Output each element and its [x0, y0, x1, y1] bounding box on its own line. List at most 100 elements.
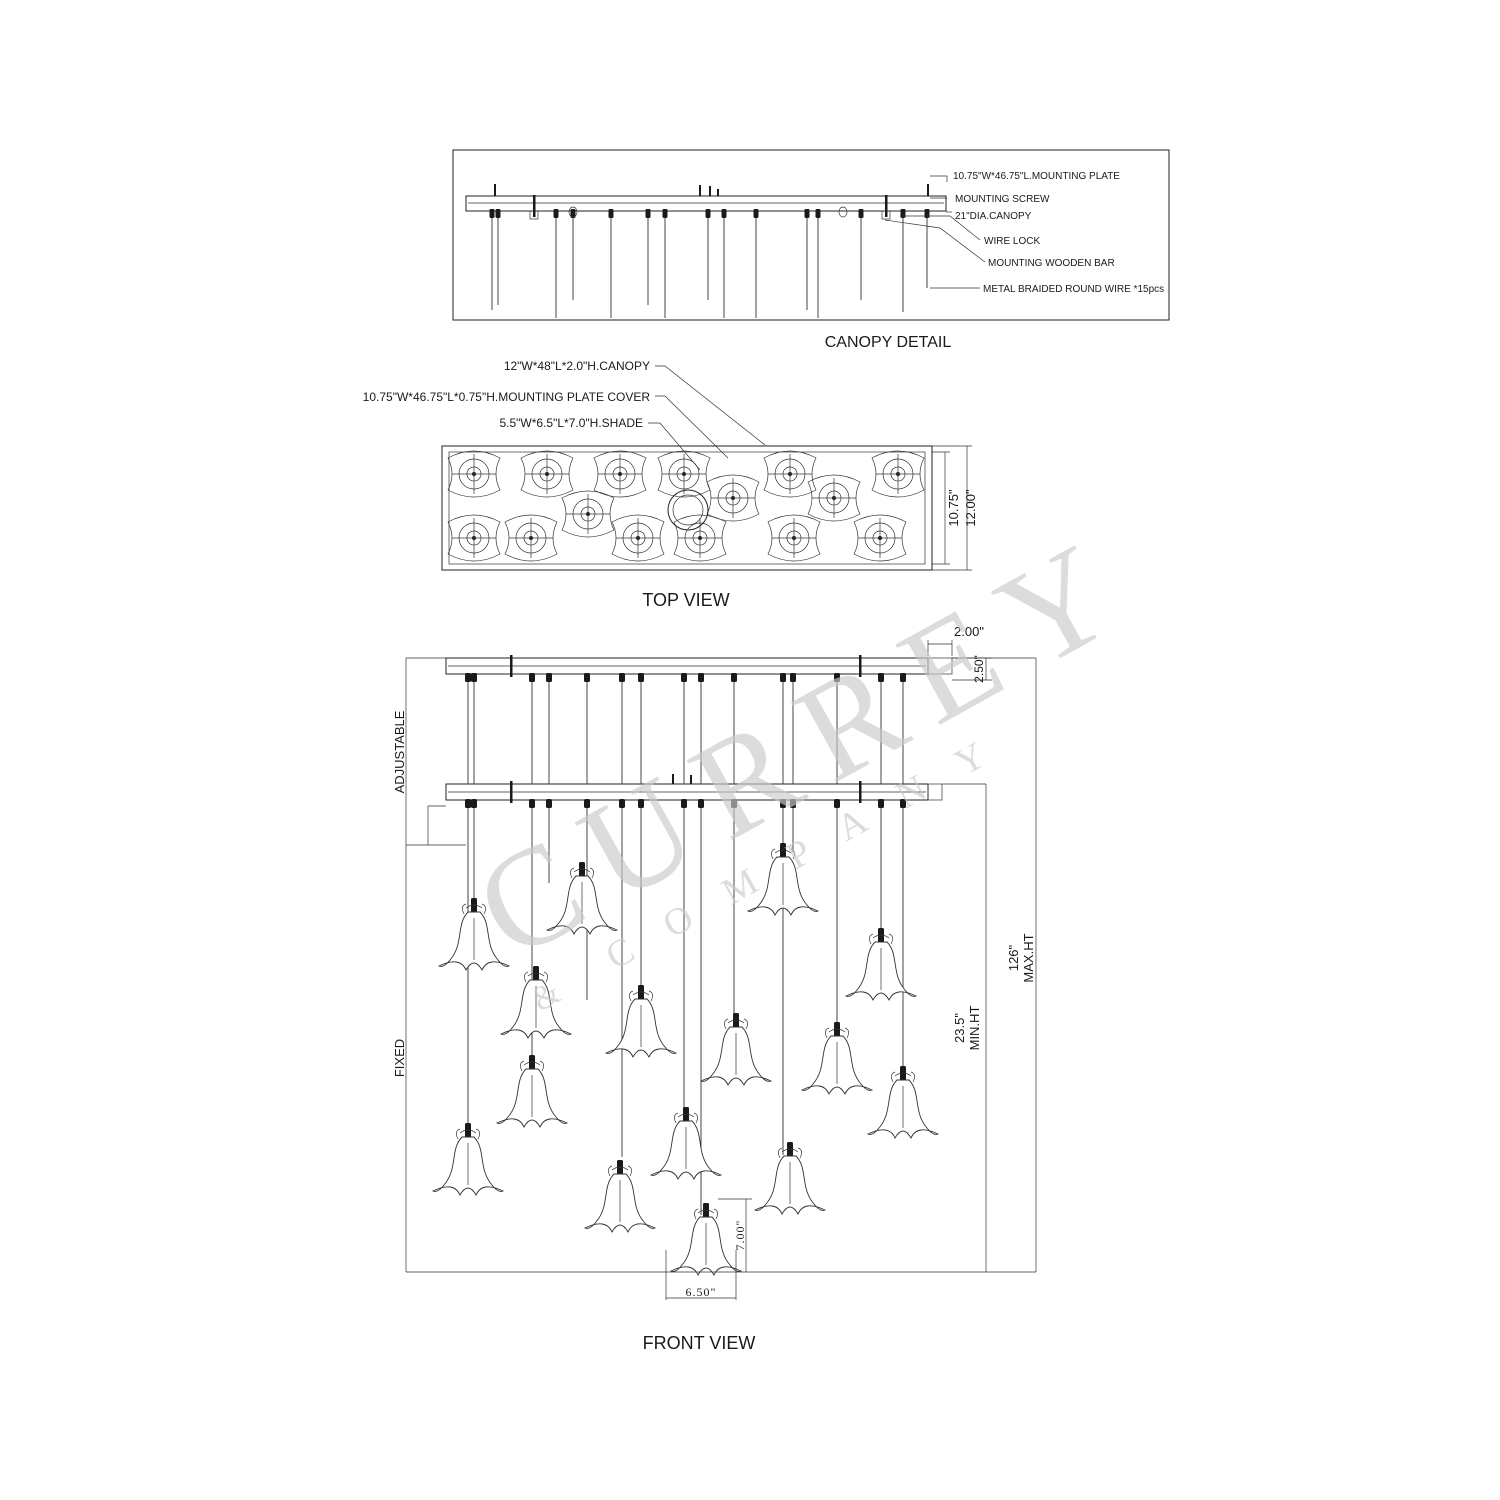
pendant-shade — [431, 1123, 505, 1197]
pendant-shade — [545, 862, 619, 936]
wire-lock — [924, 209, 930, 218]
watermark-brand: CURREY — [452, 503, 1160, 990]
callout-wire-lock: WIRE LOCK — [984, 236, 1040, 247]
wire-lock — [698, 799, 704, 808]
wire-lock — [804, 209, 810, 218]
shade-top-outline — [767, 514, 821, 562]
callout-wooden-bar: MOUNTING WOODEN BAR — [988, 258, 1115, 269]
canopy-detail-view: 10.75"W*46.75"L.MOUNTING PLATE MOUNTING … — [452, 149, 1170, 351]
dim-min-height: 23.5" — [952, 1013, 967, 1043]
pendant-shade — [669, 1203, 743, 1277]
shade-top-outline — [706, 474, 760, 522]
wire-lock — [489, 209, 495, 218]
callout-canopy-dia: 21"DIA.CANOPY — [955, 211, 1032, 222]
wire-lock — [662, 209, 668, 218]
callout-plate-cover: 10.75"W*46.75"L*0.75"H.MOUNTING PLATE CO… — [363, 390, 651, 404]
dim-plate-width: 10.75" — [946, 489, 961, 527]
pendant-shade — [495, 1055, 569, 1129]
dim-front-canopy-height: 2.50" — [972, 655, 986, 683]
mounting-plate — [465, 195, 947, 212]
wire-lock — [834, 673, 840, 682]
front-view: 2.00" 2.50" ADJUSTABLE FIXED 23.5" MIN.H… — [392, 624, 1037, 1353]
center-canopy-ring-inner — [672, 494, 704, 526]
wire-lock — [619, 673, 625, 682]
wire-lock — [645, 209, 651, 218]
shade-top-outline — [673, 514, 727, 562]
wire-loop — [838, 206, 848, 218]
shade-top-outline — [504, 514, 558, 562]
wire-lock — [584, 799, 590, 808]
wire-lock — [681, 799, 687, 808]
wire-lock — [584, 673, 590, 682]
wire-lock — [698, 673, 704, 682]
wire-lock — [546, 673, 552, 682]
wire-lock — [681, 673, 687, 682]
dim-shade-width: 6.50" — [686, 1285, 717, 1299]
wire-lock — [780, 673, 786, 682]
callout-canopy-size: 12"W*48"L*2.0"H.CANOPY — [504, 359, 650, 373]
callout-mounting-screw: MOUNTING SCREW — [955, 194, 1050, 205]
dim-max-height-label: MAX.HT — [1021, 933, 1036, 982]
top-view-title: TOP VIEW — [642, 590, 729, 610]
dim-min-height-label: MIN.HT — [967, 1006, 982, 1051]
watermark: CURREY COMPANY & — [452, 503, 1160, 1019]
wire-lock — [790, 673, 796, 682]
wire-lock — [900, 799, 906, 808]
pendant-shade — [753, 1142, 827, 1216]
center-canopy-ring — [667, 489, 709, 531]
shade-top-outline — [447, 450, 501, 498]
wire-lock — [834, 799, 840, 808]
wire-lock — [465, 799, 471, 808]
front-view-title: FRONT VIEW — [643, 1333, 756, 1353]
dim-shade-height: 7.00" — [733, 1220, 747, 1251]
wire-lock — [608, 209, 614, 218]
pendant-shade — [699, 1013, 773, 1087]
wire-lock — [878, 799, 884, 808]
pendant-shade — [604, 985, 678, 1059]
wire-lock — [495, 209, 501, 218]
label-fixed: FIXED — [392, 1039, 407, 1077]
shade-top-outline — [561, 490, 615, 538]
wire-lock — [529, 799, 535, 808]
wire-lock — [638, 673, 644, 682]
wire-lock — [465, 673, 471, 682]
wire-lock — [790, 799, 796, 808]
pendant-shade — [800, 1022, 874, 1096]
wire-lock — [619, 799, 625, 808]
wire-lock — [705, 209, 711, 218]
mounting-plate-cover-outline — [448, 451, 926, 565]
dim-canopy-width: 12.00" — [963, 489, 978, 527]
pendant-shade — [437, 898, 511, 972]
wire-lock — [900, 673, 906, 682]
label-adjustable: ADJUSTABLE — [392, 710, 407, 793]
pendant-shade — [746, 843, 820, 917]
dim-max-height: 126" — [1006, 944, 1021, 971]
shade-top-outline — [763, 450, 817, 498]
wire-lock — [753, 209, 759, 218]
dim-front-canopy-width: 2.00" — [954, 624, 984, 639]
shade-top-outline — [447, 514, 501, 562]
wire-lock — [900, 209, 906, 218]
pendant-shade — [866, 1066, 940, 1140]
wire-loop — [568, 206, 578, 218]
wire-lock — [858, 209, 864, 218]
pendant-shade — [844, 928, 918, 1002]
wire-lock — [721, 209, 727, 218]
wire-lock — [878, 673, 884, 682]
canopy-detail-title: CANOPY DETAIL — [825, 334, 952, 351]
shade-top-outline — [853, 514, 907, 562]
canopy-outline — [441, 445, 933, 571]
wire-lock — [546, 799, 552, 808]
wire-lock — [471, 799, 477, 808]
top-view: 12"W*48"L*2.0"H.CANOPY 10.75"W*46.75"L*0… — [363, 359, 978, 610]
wire-lock — [731, 799, 737, 808]
wire-lock — [570, 209, 576, 218]
callout-braided-wire: METAL BRAIDED ROUND WIRE *15pcs — [983, 284, 1164, 295]
callout-mounting-plate: 10.75"W*46.75"L.MOUNTING PLATE — [953, 171, 1120, 182]
pendant-shade — [583, 1160, 657, 1234]
wire-lock — [471, 673, 477, 682]
shade-top-outline — [871, 450, 925, 498]
pendant-shade — [649, 1107, 723, 1181]
canopy-detail-frame — [452, 149, 1170, 321]
